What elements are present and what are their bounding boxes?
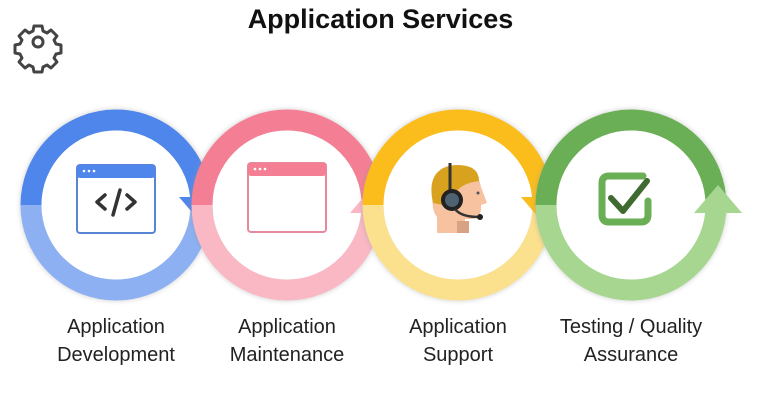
- checkbox-icon: [598, 172, 652, 226]
- arrow-up-icon: [694, 185, 742, 213]
- headset-agent-icon: [431, 163, 487, 233]
- ring-top-arc: [20, 109, 212, 206]
- ring-top-arc: [191, 109, 383, 206]
- step-label-line1: Application: [409, 316, 507, 338]
- diagram-title: Application Services: [247, 4, 514, 34]
- ring-bottom-arc: [20, 204, 212, 301]
- step-label-line1: Testing / Quality: [559, 316, 703, 338]
- gear-window-icon: [247, 162, 327, 233]
- step-label-line1: Application: [238, 316, 336, 338]
- ring-bottom-arc: [191, 204, 383, 301]
- ring-top-arc: [362, 109, 554, 206]
- step-label-line2: Support: [422, 344, 494, 366]
- ring-top-arc: [535, 109, 727, 206]
- step-label-line2: Assurance: [583, 344, 679, 366]
- step-label-line2: Development: [57, 344, 175, 366]
- code-window-icon: [76, 164, 156, 234]
- ring-bottom-arc: [535, 204, 727, 301]
- step-label-line1: Application: [67, 316, 165, 338]
- cycle-ring-4: [534, 108, 742, 302]
- ring-bottom-arc: [362, 204, 554, 301]
- step-label-line2: Maintenance: [229, 344, 345, 366]
